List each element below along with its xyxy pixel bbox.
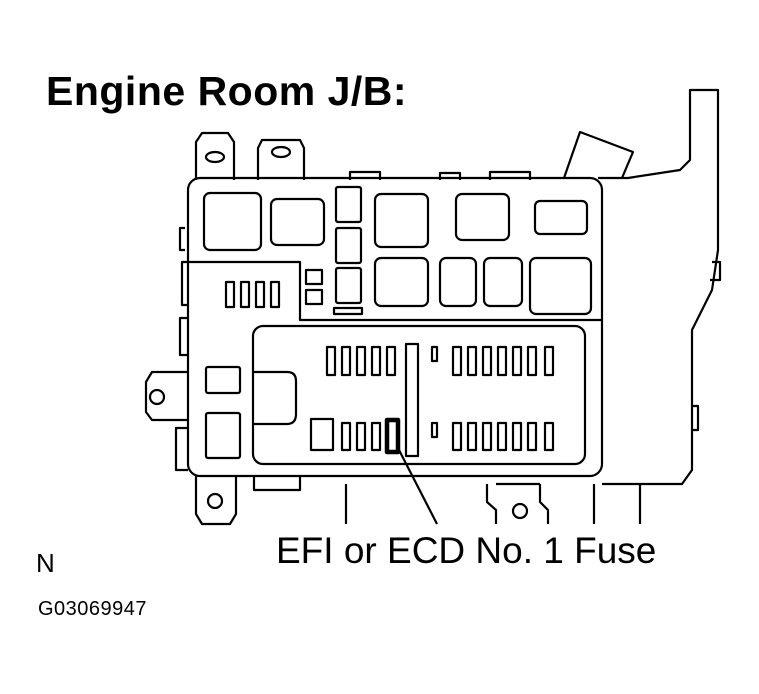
fuse-callout-label: EFI or ECD No. 1 Fuse: [276, 530, 657, 571]
upper-section-divider: [188, 262, 602, 320]
upper-relays: [204, 187, 591, 314]
center-fuse-strip: [406, 344, 418, 456]
left-side-connector: [146, 228, 188, 470]
fuse-panel-recess: [253, 372, 296, 424]
figure-id: G03069947: [38, 598, 148, 620]
upper-left-mini-fuses: [226, 282, 279, 307]
diagram-title: Engine Room J/B:: [46, 68, 408, 114]
lower-fuse-row: [311, 419, 553, 450]
junction-block-body: [188, 178, 602, 476]
upper-fuse-row: [327, 347, 553, 375]
left-relays: [206, 367, 240, 458]
bottom-mounting-tabs: [196, 476, 640, 524]
right-connector-housing: [564, 90, 720, 484]
efi-fuse-highlight: [387, 420, 398, 452]
callout-leader-line: [398, 448, 437, 524]
north-marker: N: [36, 548, 55, 578]
top-mounting-tabs: [196, 133, 530, 180]
fuse-panel: [253, 326, 585, 464]
